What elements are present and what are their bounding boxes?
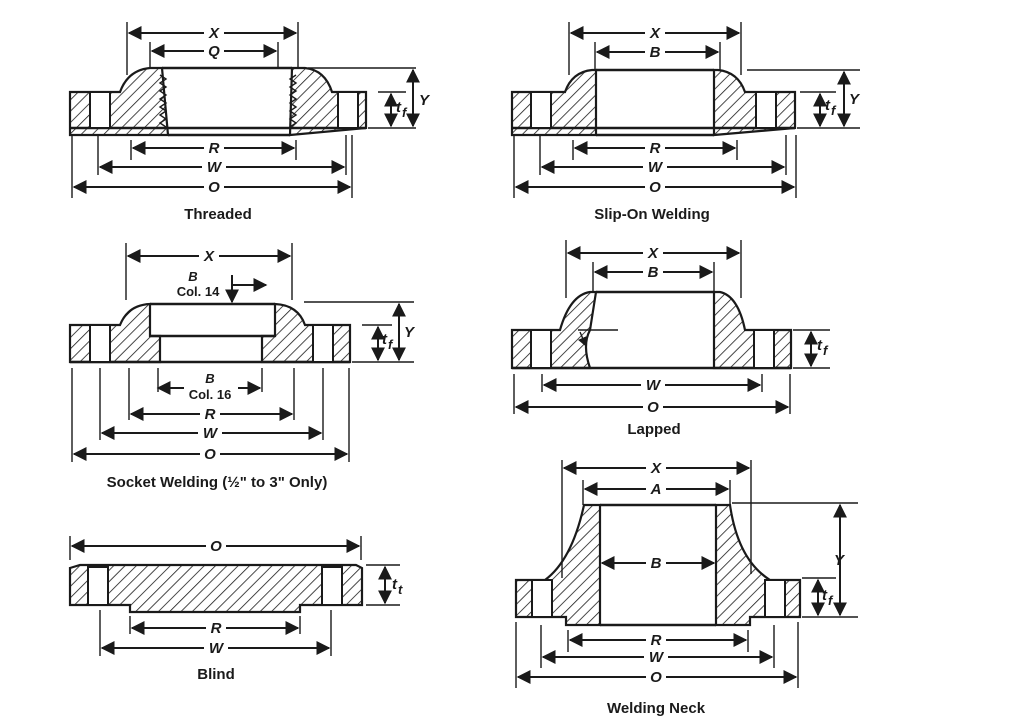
welding-neck-caption: Welding Neck bbox=[607, 700, 706, 717]
welding-neck-label-x: X bbox=[650, 460, 662, 477]
threaded-label-tf-sub: f bbox=[402, 105, 408, 120]
socket-label-o: O bbox=[204, 446, 216, 463]
slip-on-label-o: O bbox=[649, 179, 661, 196]
threaded-label-x: X bbox=[208, 25, 220, 42]
socket-label-w: W bbox=[203, 425, 219, 442]
lapped-caption: Lapped bbox=[627, 421, 680, 438]
socket-caption: Socket Welding (½" to 3" Only) bbox=[107, 474, 328, 491]
lapped-label-w: W bbox=[646, 377, 662, 394]
blind-flange: O R W t t Blind bbox=[68, 536, 403, 683]
blind-caption: Blind bbox=[197, 666, 235, 683]
threaded-left-section bbox=[68, 66, 170, 137]
lapped-label-tf-sub: f bbox=[823, 343, 829, 358]
welding-neck-flange: X A B R W O Y t f Welding Neck bbox=[514, 459, 858, 717]
blind-label-o: O bbox=[210, 538, 222, 555]
welding-neck-label-tf: t bbox=[822, 587, 828, 604]
socket-label-y: Y bbox=[404, 324, 416, 341]
slip-on-label-x: X bbox=[649, 25, 661, 42]
blind-section bbox=[68, 563, 364, 614]
slip-on-bolt-hole-right bbox=[755, 91, 777, 129]
slip-on-flange: X B R W O Y t f Slip-On Welding bbox=[510, 22, 861, 223]
slip-on-label-b: B bbox=[650, 44, 661, 61]
threaded-label-r: R bbox=[209, 140, 220, 157]
lapped-label-o: O bbox=[647, 399, 659, 416]
socket-welding-flange: X B Col. 14 B Col. 16 R W O Y t f Socket… bbox=[68, 243, 416, 491]
threaded-label-tf: t bbox=[396, 99, 402, 116]
threaded-label-q: Q bbox=[208, 43, 220, 60]
socket-label-b-bot: B bbox=[205, 371, 214, 386]
threaded-label-w: W bbox=[207, 159, 223, 176]
threaded-caption: Threaded bbox=[184, 206, 252, 223]
blind-bolt-hole-left bbox=[87, 566, 109, 606]
lapped-label-x: X bbox=[647, 245, 659, 262]
welding-neck-label-b: B bbox=[651, 555, 662, 572]
socket-label-x: X bbox=[203, 248, 215, 265]
socket-right-section bbox=[260, 302, 352, 364]
socket-label-col-top: Col. 14 bbox=[177, 284, 220, 299]
lapped-flange: X B W O t f Lapped bbox=[510, 240, 830, 438]
threaded-thread-right bbox=[288, 74, 298, 128]
threaded-thread-left bbox=[158, 74, 168, 128]
threaded-flange: X Q R W O Y t f Threaded bbox=[68, 22, 431, 223]
slip-on-label-y: Y bbox=[849, 91, 861, 108]
slip-on-caption: Slip-On Welding bbox=[594, 206, 710, 223]
socket-left-section bbox=[68, 302, 162, 364]
lapped-label-b: B bbox=[648, 264, 659, 281]
welding-neck-left-section bbox=[514, 503, 602, 627]
welding-neck-right-section bbox=[714, 503, 802, 627]
threaded-label-o: O bbox=[208, 179, 220, 196]
welding-neck-label-y: Y bbox=[834, 552, 846, 569]
blind-label-w: W bbox=[209, 640, 225, 657]
lapped-right-section bbox=[712, 290, 793, 370]
blind-label-tf-sub: t bbox=[398, 582, 403, 597]
blind-label-tf: t bbox=[392, 576, 398, 593]
lapped-label-tf: t bbox=[817, 337, 823, 354]
slip-on-label-tf-sub: f bbox=[831, 103, 837, 118]
threaded-bore-outline bbox=[162, 66, 292, 137]
welding-neck-label-tf-sub: f bbox=[828, 593, 834, 608]
threaded-bolt-hole-left bbox=[89, 91, 111, 129]
socket-bolt-hole-right bbox=[312, 324, 334, 363]
lapped-bolt-hole-right bbox=[753, 329, 775, 369]
welding-neck-label-o: O bbox=[650, 669, 662, 686]
welding-neck-label-w: W bbox=[649, 649, 665, 666]
threaded-bolt-hole-right bbox=[337, 91, 359, 129]
socket-label-b-top: B bbox=[188, 269, 197, 284]
welding-neck-bolt-hole-right bbox=[764, 579, 786, 618]
welding-neck-bolt-hole-left bbox=[531, 579, 553, 618]
slip-on-label-r: R bbox=[650, 140, 661, 157]
blind-label-r: R bbox=[211, 620, 222, 637]
slip-on-left-section bbox=[510, 68, 598, 137]
welding-neck-label-a: A bbox=[650, 481, 662, 498]
blind-bolt-hole-right bbox=[321, 566, 343, 606]
slip-on-bolt-hole-left bbox=[530, 91, 552, 129]
slip-on-label-w: W bbox=[648, 159, 664, 176]
socket-label-tf-sub: f bbox=[388, 337, 394, 352]
threaded-label-y: Y bbox=[419, 92, 431, 109]
socket-label-r: R bbox=[205, 406, 216, 423]
slip-on-label-tf: t bbox=[825, 97, 831, 114]
socket-label-tf: t bbox=[382, 331, 388, 348]
slip-on-right-section bbox=[712, 68, 797, 137]
welding-neck-label-r: R bbox=[651, 632, 662, 649]
lapped-bolt-hole-left bbox=[530, 329, 552, 369]
socket-label-col-bot: Col. 16 bbox=[189, 387, 232, 402]
socket-bolt-hole-left bbox=[89, 324, 111, 363]
